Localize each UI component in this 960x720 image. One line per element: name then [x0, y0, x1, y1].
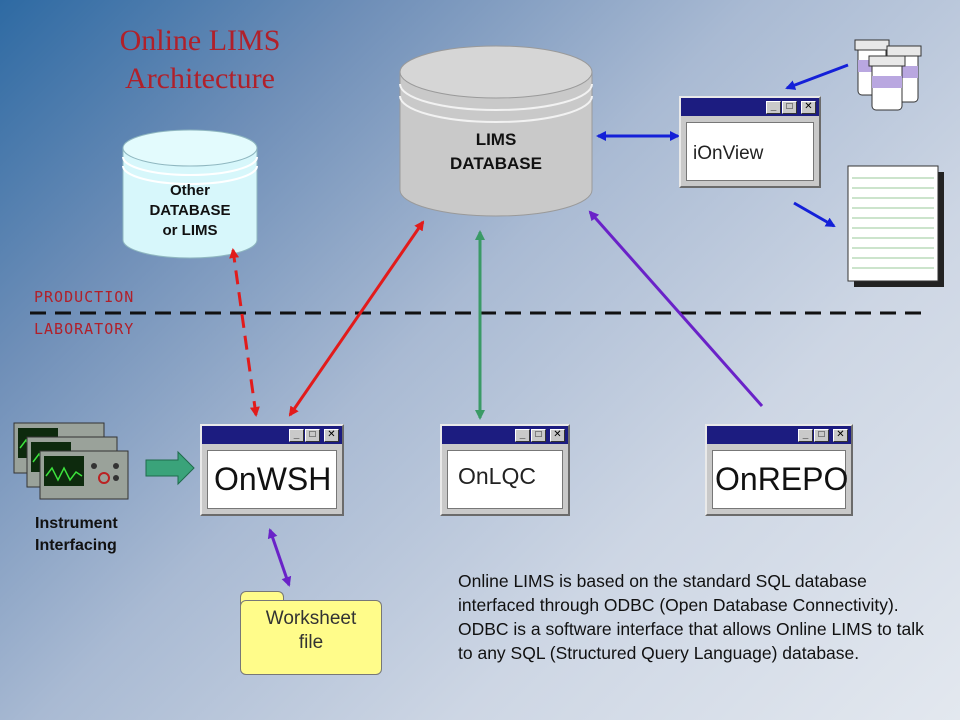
- instrument-line1: Instrument: [35, 515, 118, 532]
- worksheet-line2: file: [298, 632, 324, 653]
- onwsh-lims-connector: [288, 220, 425, 417]
- onlqc-window[interactable]: _ □ ✕ OnLQC: [440, 424, 570, 516]
- onwsh-otherdb-connector: [229, 248, 260, 417]
- onrepo-window[interactable]: _ □ ✕ OnREPO: [705, 424, 853, 516]
- minimize-button[interactable]: _: [766, 100, 781, 114]
- onwsh-window[interactable]: _ □ ✕ OnWSH: [200, 424, 344, 516]
- other-database-cylinder: [122, 129, 258, 259]
- maximize-button[interactable]: □: [305, 428, 320, 442]
- onlqc-label: OnLQC: [458, 463, 536, 489]
- ionview-window[interactable]: _ □ ✕ iOnView: [679, 96, 821, 188]
- pill-bottles-icon: [854, 39, 922, 111]
- minimize-button[interactable]: _: [289, 428, 304, 442]
- close-button[interactable]: ✕: [833, 428, 848, 442]
- diagram-title: Online LIMS Architecture: [119, 24, 281, 95]
- onrepo-lims-connector: [588, 210, 764, 407]
- onwsh-titlebar[interactable]: _ □ ✕: [202, 426, 342, 444]
- ionview-body: iOnView: [686, 122, 814, 181]
- maximize-button[interactable]: □: [814, 428, 829, 442]
- ionview-label: iOnView: [693, 143, 764, 164]
- ionview-report-connector: [793, 201, 836, 228]
- instrument-interfacing-label: Instrument Interfacing: [35, 513, 118, 557]
- instrument-input-arrow: [145, 450, 195, 486]
- lims-database-label: LIMS DATABASE: [436, 128, 556, 176]
- onwsh-body: OnWSH: [207, 450, 337, 509]
- onrepo-titlebar[interactable]: _ □ ✕: [707, 426, 851, 444]
- instrument-line2: Interfacing: [35, 537, 117, 554]
- other-database-label: Other DATABASE or LIMS: [128, 181, 252, 241]
- worksheet-line1: Worksheet: [265, 608, 357, 629]
- report-sheet-icon: [847, 165, 944, 287]
- description-text: Online LIMS is based on the standard SQL…: [458, 571, 924, 663]
- other-database-line2: DATABASE: [149, 202, 231, 219]
- onrepo-body: OnREPO: [712, 450, 849, 509]
- bottles-ionview-connector: [785, 63, 849, 90]
- lims-database-line2: DATABASE: [450, 154, 542, 173]
- laboratory-label: LABORATORY: [34, 320, 135, 338]
- onwsh-label: OnWSH: [214, 461, 332, 497]
- production-label: PRODUCTION: [34, 288, 135, 306]
- onlqc-body: OnLQC: [447, 450, 563, 509]
- instrument-devices-icon: [13, 422, 129, 500]
- other-database-line1: Other: [169, 182, 210, 199]
- close-button[interactable]: ✕: [801, 100, 816, 114]
- onlqc-titlebar[interactable]: _ □ ✕: [442, 426, 568, 444]
- ionview-titlebar[interactable]: _ □ ✕: [681, 98, 819, 116]
- onwsh-worksheet-connector: [267, 528, 292, 587]
- close-button[interactable]: ✕: [550, 428, 565, 442]
- maximize-button[interactable]: □: [531, 428, 546, 442]
- lims-database-cylinder: [399, 45, 593, 217]
- close-button[interactable]: ✕: [324, 428, 339, 442]
- lims-database-line1: LIMS: [475, 130, 517, 149]
- maximize-button[interactable]: □: [782, 100, 797, 114]
- onrepo-label: OnREPO: [715, 461, 849, 497]
- minimize-button[interactable]: _: [798, 428, 813, 442]
- minimize-button[interactable]: _: [515, 428, 530, 442]
- other-database-line3: or LIMS: [162, 222, 218, 239]
- worksheet-file[interactable]: Worksheet file: [240, 600, 382, 675]
